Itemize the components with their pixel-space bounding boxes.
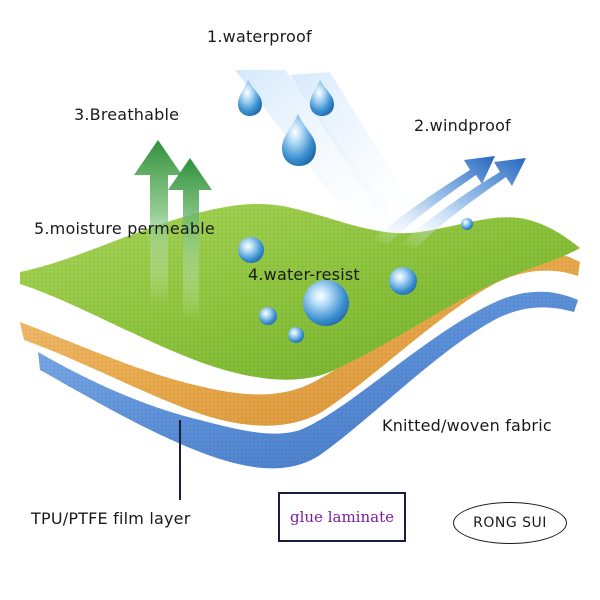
glue-laminate-box: glue laminate [278, 492, 406, 542]
moisture-permeable-label: 5.moisture permeable [34, 219, 215, 238]
brand-logo: RONG SUI [453, 502, 567, 544]
film-layer-label: TPU/PTFE film layer [31, 509, 190, 528]
water-resist-label: 4.water-resist [248, 265, 360, 284]
knitted-fabric-label: Knitted/woven fabric [382, 416, 552, 435]
waterproof-label: 1.waterproof [207, 27, 312, 46]
glue-laminate-label: glue laminate [290, 508, 394, 526]
windproof-label: 2.windproof [414, 116, 511, 135]
breathable-label: 3.Breathable [74, 105, 179, 124]
brand-name: RONG SUI [473, 515, 547, 531]
